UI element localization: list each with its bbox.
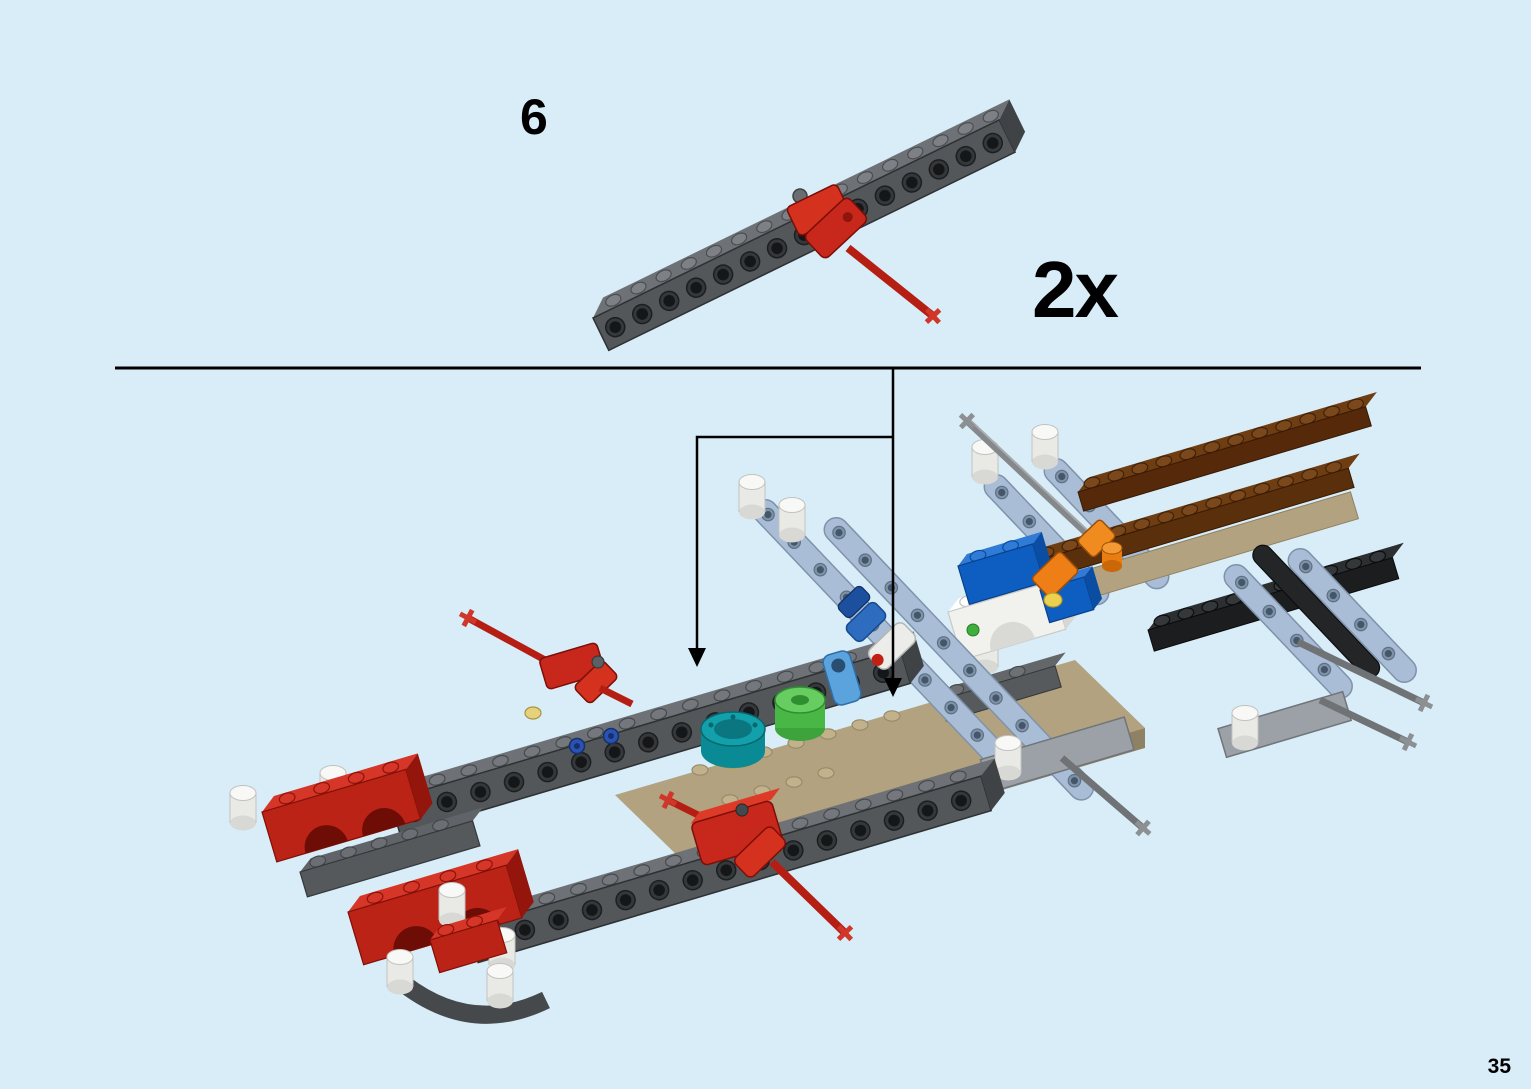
white-blue-brick-stack bbox=[947, 519, 1123, 675]
dark-blue-connector bbox=[837, 585, 871, 619]
blue-connector bbox=[845, 601, 887, 643]
sub-assembly-red-connector bbox=[786, 184, 946, 329]
gray-axle-top bbox=[954, 408, 1103, 549]
page-number: 35 bbox=[1487, 1055, 1511, 1078]
red-axle-assembly-lower bbox=[655, 787, 858, 946]
yellow-half-bush bbox=[524, 706, 542, 720]
callout-arrows bbox=[688, 369, 902, 697]
white-round-brick bbox=[229, 785, 257, 831]
sub-assembly-technic-brick bbox=[591, 99, 1026, 352]
white-round-brick bbox=[778, 497, 806, 543]
white-round-brick bbox=[486, 963, 514, 1009]
turntable-dark-turquoise bbox=[700, 711, 766, 769]
red-brick-module bbox=[229, 753, 550, 1024]
orange-cylinder bbox=[1101, 541, 1123, 572]
main-assembly bbox=[229, 391, 1437, 1024]
right-suspension-arms bbox=[1217, 544, 1437, 759]
white-round-brick bbox=[1231, 705, 1259, 751]
green-round-brick bbox=[774, 686, 826, 741]
white-round-brick bbox=[1031, 424, 1059, 470]
yellow-half-bush bbox=[1043, 592, 1063, 608]
medium-azure-connector bbox=[822, 650, 862, 706]
blue-pins bbox=[568, 727, 620, 755]
white-round-brick bbox=[738, 474, 766, 520]
arrow-down-icon bbox=[688, 648, 706, 667]
quantity-label: 2x bbox=[1032, 245, 1119, 334]
mudguard-arch bbox=[398, 976, 550, 1024]
gearbox-parts bbox=[700, 585, 917, 769]
orange-connector bbox=[1031, 551, 1079, 598]
brown-plate-rear bbox=[1077, 391, 1377, 512]
red-axle-assembly-upper bbox=[455, 605, 634, 720]
step-number: 6 bbox=[520, 89, 548, 145]
arrow-down-icon bbox=[884, 678, 902, 697]
white-round-brick bbox=[386, 949, 414, 995]
